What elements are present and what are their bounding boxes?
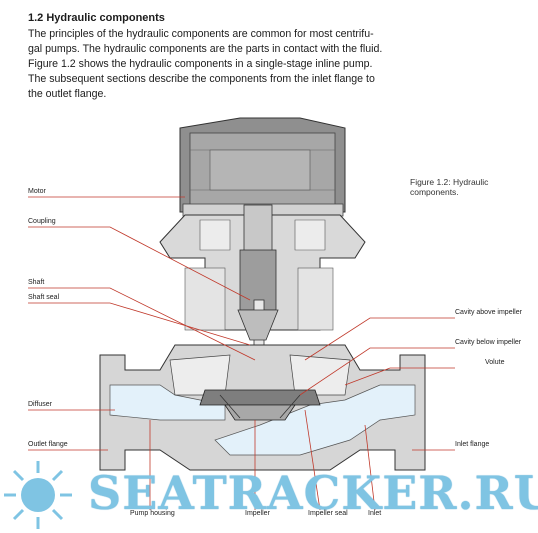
label-cavity-below: Cavity below impeller: [455, 339, 522, 346]
label-motor: Motor: [28, 188, 46, 195]
paragraph-line: Figure 1.2 shows the hydraulic component…: [28, 58, 373, 70]
leader-cavity-above: [304, 317, 455, 361]
impeller: [199, 389, 321, 421]
leader-shaft-seal: [28, 302, 251, 346]
paragraph-line: gal pumps. The hydraulic components are …: [28, 43, 383, 55]
caption-line: components.: [410, 187, 459, 197]
label-pump-housing: Pump housing: [130, 510, 175, 517]
label-inlet-flange: Inlet flange: [455, 441, 490, 448]
section-paragraph: The principles of the hydraulic componen…: [28, 27, 388, 102]
motor-body: [179, 117, 346, 217]
label-shaft-seal: Shaft seal: [28, 294, 60, 301]
label-diffuser: Diffuser: [28, 401, 52, 408]
figure-caption: Figure 1.2: Hydraulic components.: [410, 177, 488, 197]
paragraph-line: the outlet flange.: [28, 88, 107, 100]
label-shaft: Shaft: [28, 279, 45, 286]
label-cavity-above: Cavity above impeller: [455, 309, 522, 316]
leader-impeller-seal: [304, 409, 321, 511]
label-inlet: Inlet: [368, 510, 382, 517]
label-coupling: Coupling: [28, 218, 56, 225]
leader-coupling: [28, 226, 251, 301]
leader-shaft: [28, 287, 256, 361]
caption-line: Figure 1.2: Hydraulic: [410, 177, 489, 187]
leader-inlet: [364, 424, 376, 511]
leader-volute: [344, 367, 455, 386]
label-impeller-seal: Impeller seal: [308, 510, 348, 517]
paragraph-line: The principles of the hydraulic componen…: [28, 28, 374, 40]
section-heading: 1.2 Hydraulic components: [28, 12, 165, 24]
leader-lines: [28, 196, 455, 511]
label-impeller: Impeller: [245, 510, 270, 517]
paragraph-line: The subsequent sections describe the com…: [28, 73, 375, 85]
watermark-text: SEATRACKER.RU: [88, 466, 538, 520]
label-outlet-flange: Outlet flange: [28, 441, 68, 448]
watermark-logo: [4, 461, 72, 529]
label-volute: Volute: [485, 359, 505, 366]
leader-cavity-below: [299, 347, 455, 396]
